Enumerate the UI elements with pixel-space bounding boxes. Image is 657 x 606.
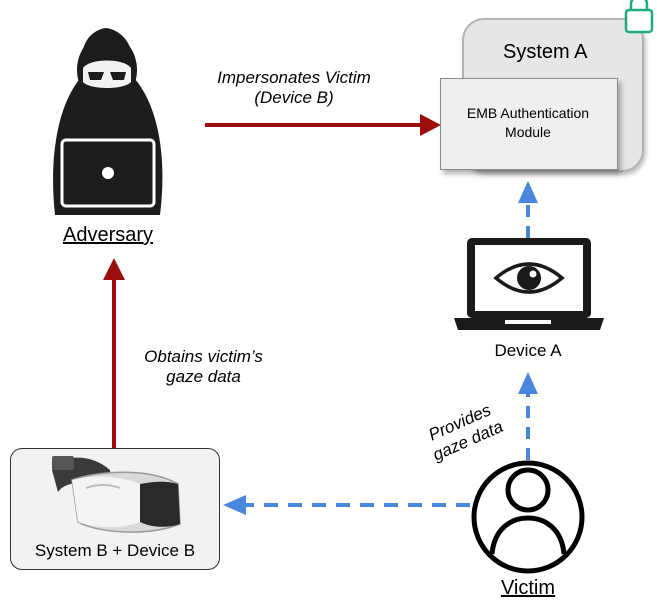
impersonates-arrow <box>205 114 441 136</box>
obtains-line2: gaze data <box>166 367 241 386</box>
vr-headset-icon <box>52 456 181 533</box>
emb-label-line1: EMB Authentication <box>466 105 590 121</box>
user-icon <box>471 460 585 574</box>
impersonates-line2: (Device B) <box>254 88 334 107</box>
emb-authentication-module-box <box>440 78 618 170</box>
device-a-to-system-a-arrow <box>518 181 538 238</box>
victim-to-device-a-arrow <box>518 372 538 460</box>
obtains-label: Obtains victim’s gaze data <box>126 347 281 387</box>
lock-icon <box>624 0 654 34</box>
laptop-eye-icon <box>454 238 604 330</box>
system-a-title: System A <box>503 41 588 63</box>
impersonates-label: Impersonates Victim (Device B) <box>206 68 382 108</box>
impersonates-line1: Impersonates Victim <box>217 68 371 87</box>
victim-label: Victim <box>500 577 556 599</box>
adversary-label: Adversary <box>63 224 154 246</box>
emb-authentication-module-label: EMB Authentication Module <box>440 104 616 142</box>
hacker-icon <box>53 28 163 215</box>
device-a-label: Device A <box>494 341 562 360</box>
victim-to-system-b-arrow <box>223 495 470 515</box>
emb-label-line2: Module <box>505 124 551 140</box>
system-b-label: System B + Device B <box>34 541 196 560</box>
obtains-line1: Obtains victim’s <box>144 347 263 366</box>
obtains-arrow <box>103 258 125 448</box>
